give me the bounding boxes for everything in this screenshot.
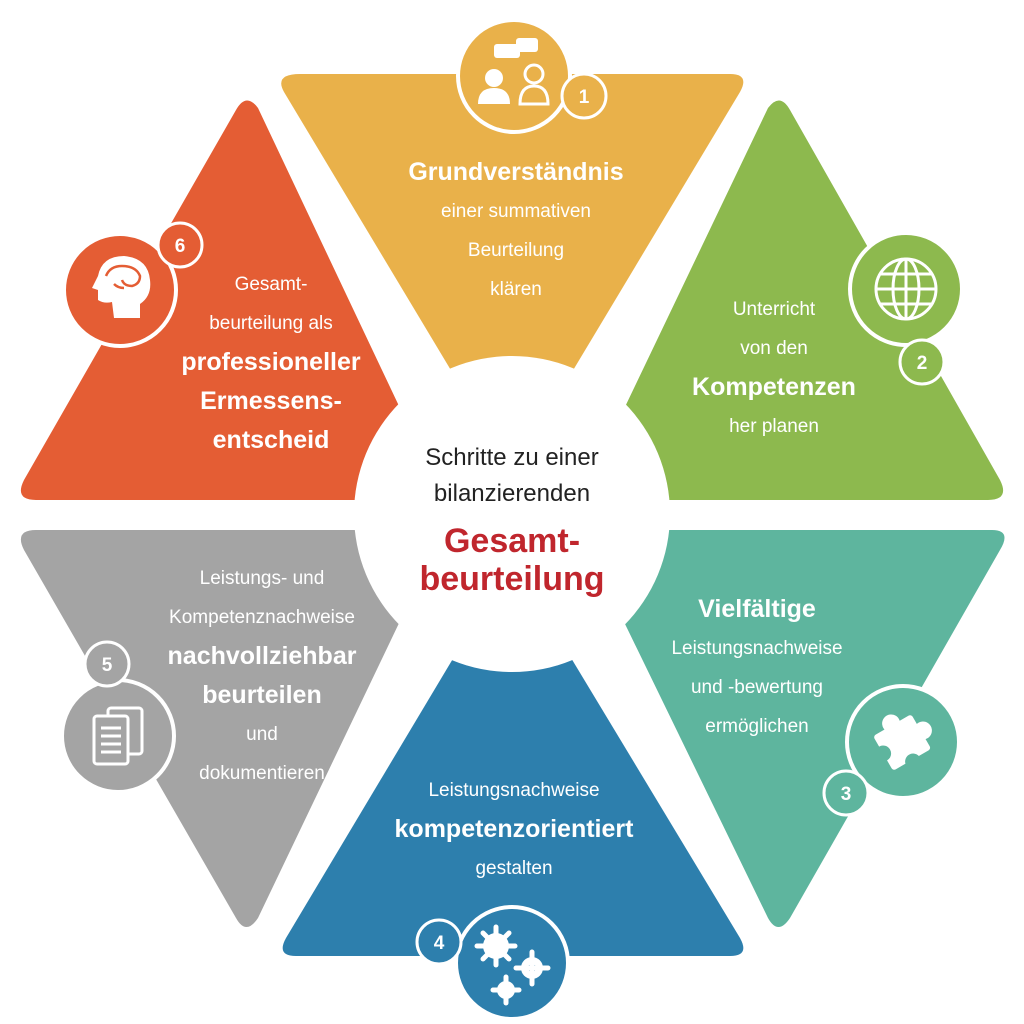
- step-2-line-1: Unterricht: [732, 299, 816, 320]
- center-line-2: bilanzierenden: [433, 480, 591, 507]
- step-6-line-5: entscheid: [212, 426, 330, 454]
- step-4-number-badge: [415, 918, 463, 966]
- segment-5: [20, 530, 439, 927]
- step-2-line-2: von den: [740, 338, 808, 359]
- step-3-line-2: Leistungsnachweise: [671, 638, 843, 659]
- step-6-line-1: Gesamt-: [234, 274, 308, 295]
- step-5-line-2: Kompetenznachweise: [169, 607, 355, 628]
- segment-3: [586, 530, 1005, 927]
- segment-2: [585, 100, 1004, 501]
- step-5-icon-badge: 5: [60, 640, 176, 794]
- dialogue-people-icon: [456, 18, 572, 134]
- step-1-line-4: klären: [490, 279, 542, 300]
- step-6-icon-badge: 6: [62, 221, 204, 348]
- segment-1: [281, 74, 744, 461]
- step-2-icon-badge: 2: [848, 231, 964, 386]
- step-1-number-badge: [560, 72, 608, 120]
- step-3-line-1: Vielfältige: [698, 595, 816, 623]
- step-4-line-2: kompetenzorientiert: [394, 815, 634, 843]
- step-6-line-2: beurteilung als: [209, 313, 333, 334]
- step-4-text: Leistungsnachweise kompetenzorientiert ges…: [395, 771, 634, 888]
- step-2-number: 2: [917, 353, 928, 374]
- step-1-line-3: Beurteilung: [467, 240, 565, 261]
- segment-6: [20, 100, 439, 501]
- center-title-2: beurteilung: [419, 560, 605, 598]
- step-3-number-badge: [822, 769, 870, 817]
- step-5-number-badge: [83, 640, 131, 688]
- center-text: Schritte zu einer bilanzierenden Gesamt-…: [419, 440, 604, 598]
- segment-4: [282, 571, 744, 956]
- step-5-line-1: Leistungs- und: [199, 568, 325, 589]
- center-line-1: Schritte zu einer: [425, 444, 599, 471]
- step-3-line-3: und -bewertung: [690, 677, 824, 698]
- step-6-line-3: professioneller: [181, 348, 361, 376]
- step-3-icon-badge: 3: [822, 684, 961, 817]
- step-2-line-4: her planen: [729, 416, 819, 437]
- step-4-icon-badge: 4: [415, 905, 570, 1021]
- step-6-line-4: Ermessens-: [200, 387, 342, 415]
- step-3-number: 3: [841, 784, 852, 805]
- step-4-line-1: Leistungsnachweise: [428, 780, 600, 801]
- gears-icon: [454, 905, 570, 1021]
- step-5-line-3: nachvollziehbar: [167, 642, 357, 670]
- step-4-line-3: gestalten: [475, 858, 553, 879]
- step-5-number: 5: [102, 655, 113, 676]
- center-title-1: Gesamt-: [443, 522, 581, 560]
- step-2-line-3: Kompetenzen: [692, 373, 856, 401]
- step-5-line-6: dokumentieren: [199, 763, 325, 784]
- step-1-line-1: Grundverständnis: [408, 158, 624, 186]
- step-1-number: 1: [579, 87, 590, 108]
- step-1-icon-badge: 1: [456, 18, 608, 134]
- step-6-number-badge: [156, 221, 204, 269]
- step-6-number: 6: [175, 236, 186, 257]
- step-3-line-4: ermöglichen: [705, 716, 809, 737]
- step-5-line-5: und: [246, 724, 278, 745]
- step-1-line-2: einer summativen: [441, 201, 591, 222]
- step-5-line-4: beurteilen: [202, 681, 322, 709]
- step-2-number-badge: [898, 338, 946, 386]
- center-circle: [354, 356, 670, 672]
- step-4-number: 4: [434, 933, 445, 954]
